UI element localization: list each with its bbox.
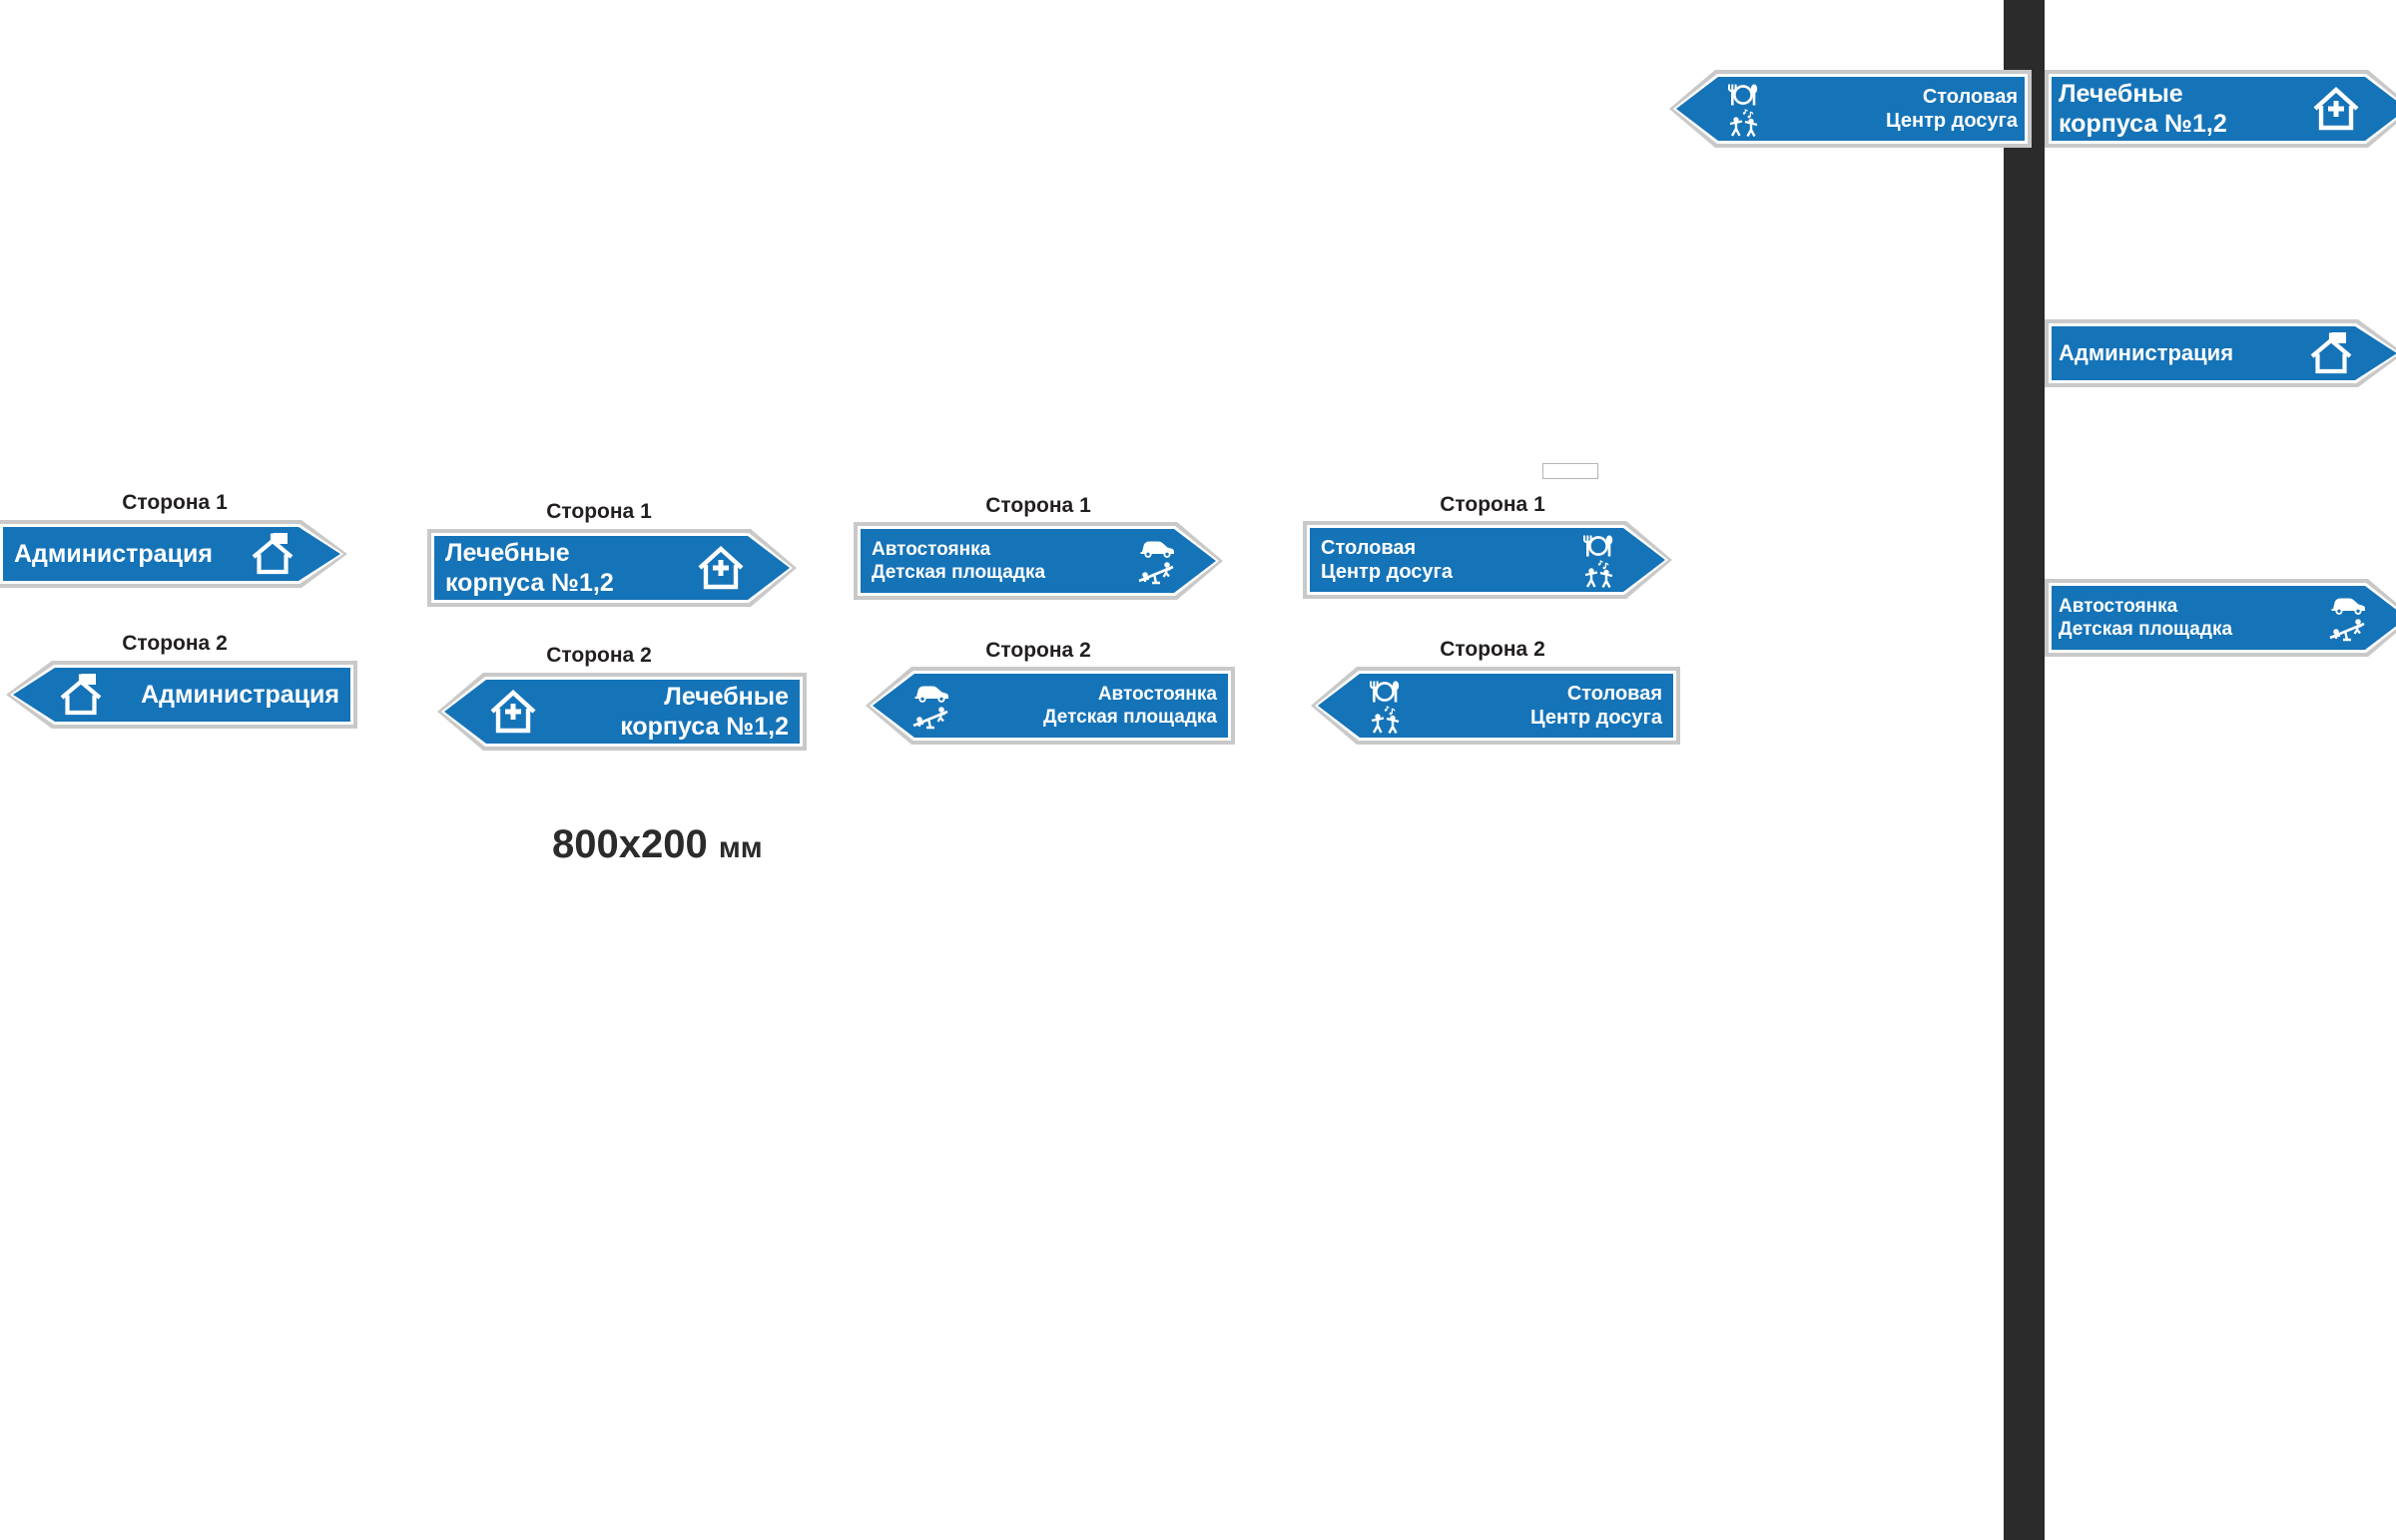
sign-label-line: Центр досуга <box>1530 707 1662 729</box>
car-icon <box>1137 536 1177 560</box>
sign-label-line: Столовая <box>1321 536 1417 559</box>
dancing-people-icon <box>1723 108 1763 137</box>
pole-sign-parking-right[interactable]: Автостоянка Детская площадка <box>2045 579 2396 657</box>
sign-administration-side1[interactable]: Администрация <box>0 520 347 588</box>
sign-blue-face <box>2052 586 2396 650</box>
sign-label-line: Администрация <box>141 680 339 709</box>
sign-label-line: корпуса №1,2 <box>445 569 614 597</box>
dimension-unit: мм <box>718 831 763 864</box>
car-icon <box>911 681 951 705</box>
side2-caption-medical: Сторона 2 <box>546 644 652 667</box>
sign-label-line: Центр досуга <box>1886 110 2018 132</box>
house-flag-icon <box>58 673 104 717</box>
sign-administration-side2[interactable]: Администрация <box>6 661 357 729</box>
house-flag-icon <box>2308 331 2354 375</box>
side2-caption-administration: Сторона 2 <box>122 632 228 655</box>
sign-canteen-side1[interactable]: Столовая Центр досуга <box>1303 521 1672 599</box>
dimension-note: 800x200 мм <box>552 822 763 867</box>
sign-label-line: Автостоянка <box>872 538 991 560</box>
cutlery-plate-icon <box>1365 679 1405 705</box>
house-cross-icon <box>489 688 537 736</box>
cutlery-plate-icon <box>1578 533 1618 559</box>
side1-caption-canteen: Сторона 1 <box>1440 493 1545 516</box>
pole-sign-canteen-left[interactable]: Столовая Центр досуга <box>1669 70 2032 148</box>
pole-sign-administration-right[interactable]: Администрация <box>2045 319 2396 387</box>
sign-label-line: Администрация <box>14 539 213 568</box>
sign-label-line: Детская площадка <box>2059 619 2233 640</box>
side1-caption-administration: Сторона 1 <box>122 491 228 514</box>
sign-label-line: корпуса №1,2 <box>620 713 789 741</box>
playground-seesaw-icon <box>1137 560 1177 586</box>
sign-blue-face <box>444 680 800 744</box>
house-flag-icon <box>250 532 296 576</box>
sign-label-line: Центр досуга <box>1321 561 1453 583</box>
sign-pole <box>2004 0 2045 1540</box>
sign-medical-side1[interactable]: Лечебные корпуса №1,2 <box>427 529 797 607</box>
playground-seesaw-icon <box>2328 617 2368 643</box>
sign-label-line: Лечебные <box>445 538 570 567</box>
sign-medical-side2[interactable]: Лечебные корпуса №1,2 <box>437 673 807 751</box>
side1-caption-parking: Сторона 1 <box>985 494 1091 517</box>
car-icon <box>2328 593 2368 617</box>
cutlery-plate-icon <box>1723 82 1763 108</box>
sign-label-line: Столовая <box>1922 85 2018 108</box>
sign-label-line: корпуса №1,2 <box>2059 110 2227 138</box>
sign-blue-face <box>434 536 790 600</box>
sign-label-line: Детская площадка <box>1042 707 1217 728</box>
house-cross-icon <box>2312 85 2360 133</box>
sign-label-line: Детская площадка <box>872 562 1046 583</box>
sign-label-line: Администрация <box>2059 339 2234 365</box>
side2-caption-parking: Сторона 2 <box>985 639 1091 662</box>
sign-label-line: Лечебные <box>2059 79 2183 108</box>
sign-label-line: Автостоянка <box>2059 595 2178 617</box>
dancing-people-icon <box>1365 705 1405 734</box>
sign-label-line: Автостоянка <box>1097 683 1217 705</box>
side1-caption-medical: Сторона 1 <box>546 500 652 523</box>
dimension-value: 800x200 <box>552 822 708 866</box>
sign-label-line: Столовая <box>1566 682 1662 705</box>
pole-sign-medical-right[interactable]: Лечебные корпуса №1,2 <box>2045 70 2396 148</box>
sign-parking-side1[interactable]: Автостоянка Детская площадка <box>854 522 1223 600</box>
dancing-people-icon <box>1578 559 1618 588</box>
side2-caption-canteen: Сторона 2 <box>1440 638 1545 661</box>
sign-parking-side2[interactable]: Автостоянка Детская площадка <box>866 667 1235 745</box>
sign-label-line: Лечебные <box>664 682 789 711</box>
house-cross-icon <box>697 544 745 592</box>
empty-placeholder-box <box>1542 463 1598 479</box>
playground-seesaw-icon <box>911 705 951 731</box>
sign-canteen-side2[interactable]: Столовая Центр досуга <box>1311 667 1680 745</box>
